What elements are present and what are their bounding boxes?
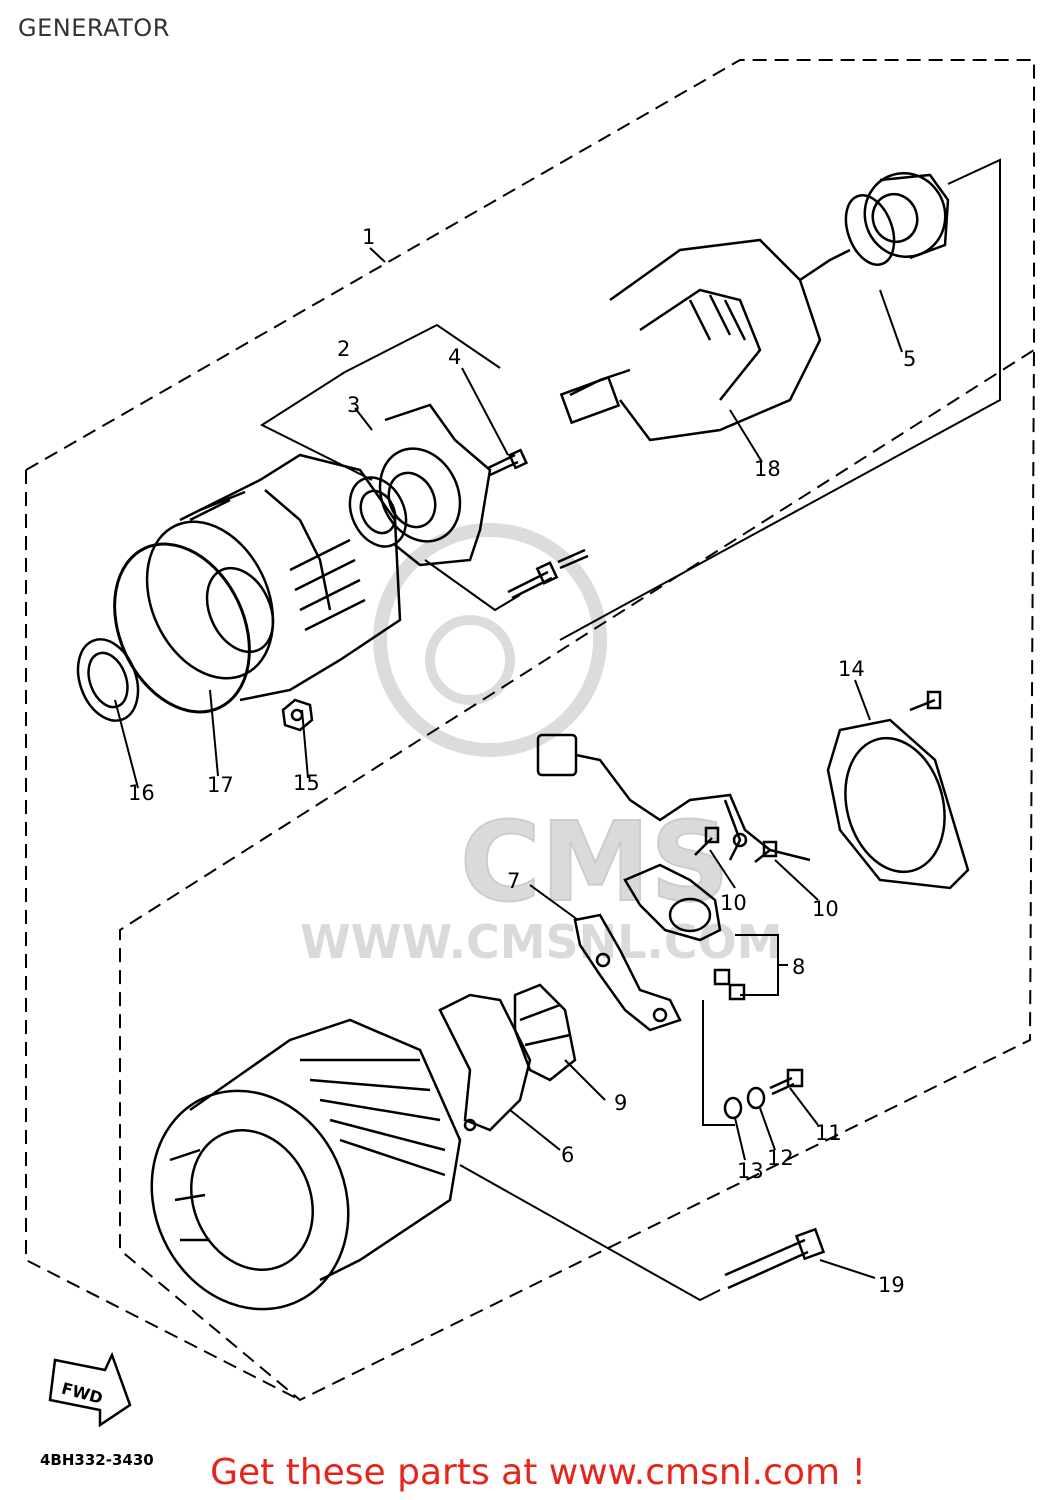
- part-screw-11: [769, 1068, 804, 1096]
- part-through-bolt: [724, 1227, 826, 1290]
- part-screw-4: [487, 448, 529, 477]
- part-washers: [723, 1086, 766, 1120]
- diagram-code: 4BH332-3430: [40, 1451, 154, 1469]
- callout-18: 18: [754, 457, 781, 481]
- callout-13: 13: [737, 1159, 764, 1183]
- page-title: GENERATOR: [18, 14, 170, 42]
- watermark: CMS WWW.CMSNL.COM: [300, 523, 783, 969]
- callout-9: 9: [614, 1091, 627, 1115]
- part-stator-housing: [150, 1018, 462, 1311]
- part-regulator: [513, 983, 577, 1082]
- part-screws-10: [694, 826, 778, 863]
- callout-3: 3: [347, 393, 360, 417]
- leader-lines: [114, 158, 1001, 1302]
- part-bearing: [348, 476, 408, 548]
- callout-8: 8: [792, 955, 805, 979]
- part-rear-cover: [826, 690, 970, 890]
- assembly-outline: [25, 59, 1035, 1402]
- callout-10a: 10: [720, 891, 747, 915]
- callout-14: 14: [838, 657, 865, 681]
- part-rear-bearing: [863, 171, 950, 260]
- callout-6: 6: [561, 1143, 574, 1167]
- watermark-url: WWW.CMSNL.COM: [300, 915, 783, 969]
- callout-2: 2: [337, 337, 350, 361]
- part-terminal-bolt: [507, 548, 589, 600]
- part-front-housing: [145, 453, 402, 702]
- callout-16: 16: [128, 781, 155, 805]
- callout-4: 4: [448, 345, 461, 369]
- part-nut: [281, 698, 314, 732]
- part-o-ring: [113, 542, 251, 714]
- callout-17: 17: [207, 773, 234, 797]
- callout-11: 11: [815, 1121, 842, 1145]
- callout-19: 19: [878, 1273, 905, 1297]
- footer-link[interactable]: Get these parts at www.cmsnl.com !: [210, 1452, 866, 1493]
- part-bearing-plate: [378, 403, 492, 567]
- callout-12: 12: [767, 1146, 794, 1170]
- part-oil-seal: [76, 638, 140, 722]
- part-rectifier: [438, 993, 532, 1132]
- callout-1: 1: [362, 225, 375, 249]
- callout-numbers: 1 2 3 4 5 6 7 8 9 10 10 11 12 13 14 15 1…: [128, 225, 916, 1297]
- part-wire-connector: [536, 733, 811, 862]
- part-rotor: [559, 194, 896, 442]
- fwd-arrow-icon: FWD: [48, 1351, 132, 1428]
- watermark-brand: CMS: [460, 798, 729, 926]
- part-brush-holder: [623, 863, 746, 1001]
- callout-7: 7: [507, 869, 520, 893]
- part-terminal-plate: [573, 913, 682, 1032]
- callout-5: 5: [903, 347, 916, 371]
- callout-10b: 10: [812, 897, 839, 921]
- callout-15: 15: [293, 771, 320, 795]
